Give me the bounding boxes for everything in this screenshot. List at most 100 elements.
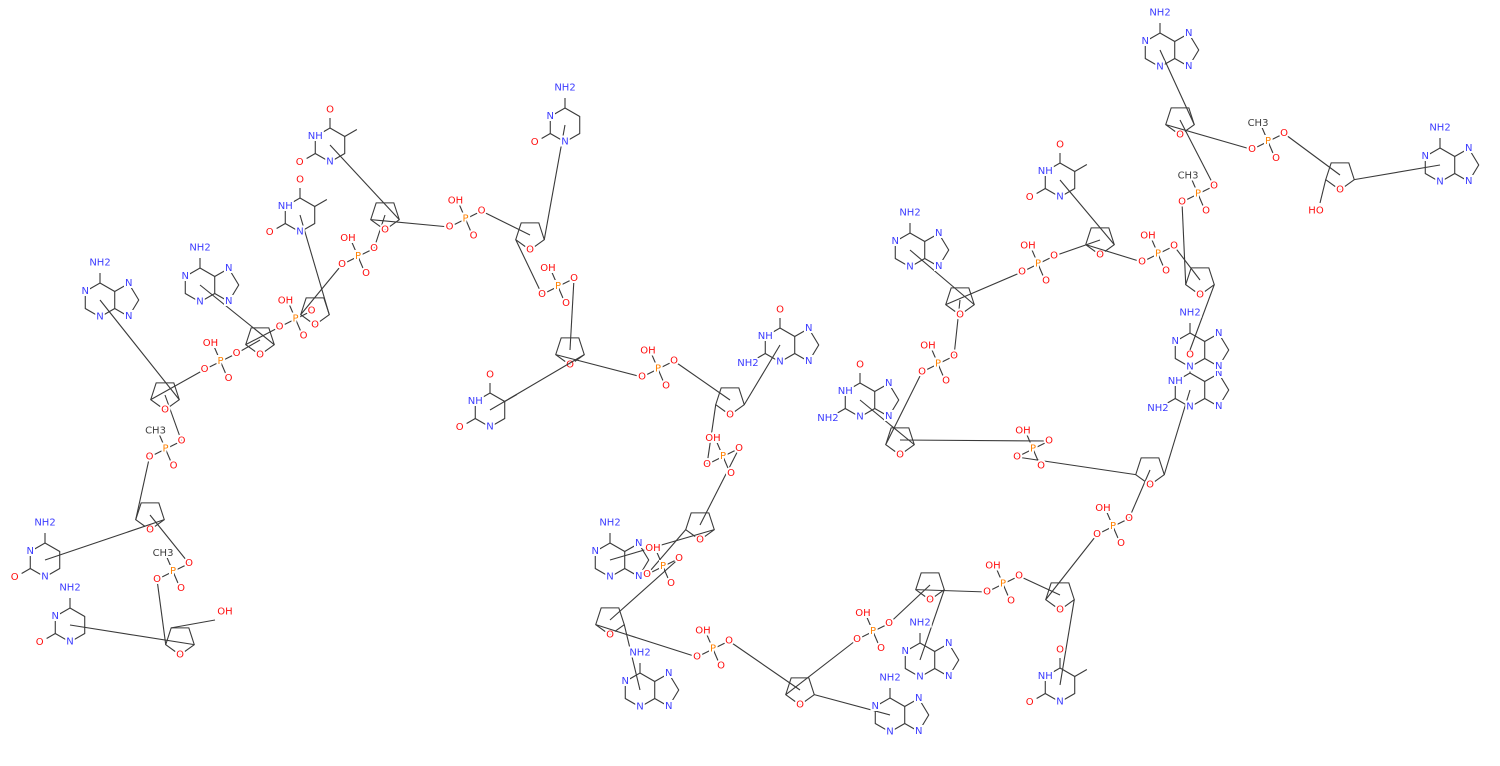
hydroxyl-label: OH <box>540 263 555 274</box>
oxo-oxygen-label: O <box>1037 461 1045 472</box>
backbone-bond <box>1283 133 1341 176</box>
bond <box>656 552 664 567</box>
bond <box>555 354 643 378</box>
glycosidic-bond <box>99 299 180 400</box>
bond <box>245 326 280 346</box>
backbone-bond <box>609 558 680 621</box>
bond <box>646 529 687 575</box>
carbonyl-oxygen-label: O <box>296 175 304 186</box>
phosphorus-label: P <box>355 251 361 262</box>
ring-oxygen-label: O <box>146 525 154 536</box>
ring-nitrogen-label: N <box>935 228 942 239</box>
ester-oxygen-label: O <box>670 356 678 367</box>
bond <box>1151 239 1159 255</box>
ring-oxygen-label: O <box>726 410 734 421</box>
ring-oxygen-label: O <box>1146 480 1154 491</box>
backbone-bond <box>164 394 183 442</box>
ring-nitrogen-label: N <box>886 727 893 738</box>
glycosidic-bond <box>44 519 165 561</box>
imidazole-ring <box>874 382 900 418</box>
deoxyribose-ring <box>150 382 180 411</box>
bond <box>1096 526 1114 535</box>
phosphorus-label: P <box>217 356 223 367</box>
backbone-bond <box>1173 245 1201 281</box>
glycosidic-bond <box>329 144 400 221</box>
glycosidic-bond <box>1059 179 1115 245</box>
backbone-bond <box>953 299 961 357</box>
bond <box>945 271 1023 306</box>
ring-nitrogen-label: N <box>1215 361 1222 372</box>
ring-nitrogen-label: N <box>326 157 333 168</box>
ester-oxygen-label: O <box>233 348 241 359</box>
ester-oxygen-label: O <box>885 618 893 629</box>
bond <box>150 369 205 401</box>
phosphorus-label: P <box>720 451 726 462</box>
ring-nitrogen-label: N <box>1186 402 1193 413</box>
oxo-oxygen-label: O <box>727 468 735 479</box>
bond <box>46 633 56 639</box>
ring-nitrogen-label: N <box>1142 36 1149 47</box>
bond <box>1181 201 1187 285</box>
carbonyl-oxygen-label: O <box>266 227 274 238</box>
bond <box>1016 456 1136 476</box>
bond <box>1319 179 1327 204</box>
phosphorus-label: P <box>1000 579 1006 590</box>
amino-label: NH2 <box>189 243 210 254</box>
ring-nh-label: NH <box>1038 166 1053 177</box>
bond <box>785 639 858 696</box>
ring-nitrogen-label: N <box>225 296 232 307</box>
amino-label: NH2 <box>34 518 55 529</box>
bond <box>872 623 890 632</box>
hydroxyl-label: OH <box>645 543 660 554</box>
ester-oxygen-label: O <box>538 289 546 300</box>
methyl-bond <box>1074 669 1088 677</box>
ring-nh-label: NH <box>468 396 483 407</box>
glycosidic-bond <box>1159 49 1195 125</box>
phosphorus-label: P <box>1195 189 1201 200</box>
bond <box>1267 133 1285 142</box>
ring-nitrogen-label: N <box>1215 401 1222 412</box>
bond <box>465 210 482 220</box>
ring-nitrogen-label: N <box>96 312 103 323</box>
ester-oxygen-label: O <box>1050 251 1058 262</box>
cytosine-ring <box>549 107 581 143</box>
oxo-oxygen-label: O <box>362 268 370 279</box>
bond <box>1085 244 1143 263</box>
bond <box>706 456 724 465</box>
ring-nitrogen-label: N <box>665 668 672 679</box>
ester-oxygen-label: O <box>1093 529 1101 540</box>
amino-label: NH2 <box>629 648 650 659</box>
ester-oxygen-label: O <box>1013 452 1021 463</box>
bond <box>1031 249 1039 265</box>
ring-nitrogen-label: N <box>945 638 952 649</box>
ester-oxygen-label: O <box>1018 267 1026 278</box>
ring-nh-label: NH <box>838 386 853 397</box>
bond <box>646 566 664 575</box>
ester-oxygen-label: O <box>1125 513 1133 524</box>
backbone-bond <box>728 640 801 691</box>
ring-nitrogen-label: N <box>805 356 812 367</box>
carbonyl-oxygen-label: O <box>36 637 44 648</box>
bond <box>996 569 1004 585</box>
bond <box>1036 693 1046 699</box>
methyl-bond <box>1074 164 1088 172</box>
oxo-oxygen-label: O <box>170 461 178 472</box>
ester-oxygen-label: O <box>370 243 378 254</box>
hydroxyl-label: OH <box>1015 426 1030 437</box>
bond <box>915 589 988 593</box>
deoxyribose-ring <box>1185 267 1215 296</box>
bond <box>149 448 166 458</box>
glycosidic-bond <box>859 399 915 446</box>
